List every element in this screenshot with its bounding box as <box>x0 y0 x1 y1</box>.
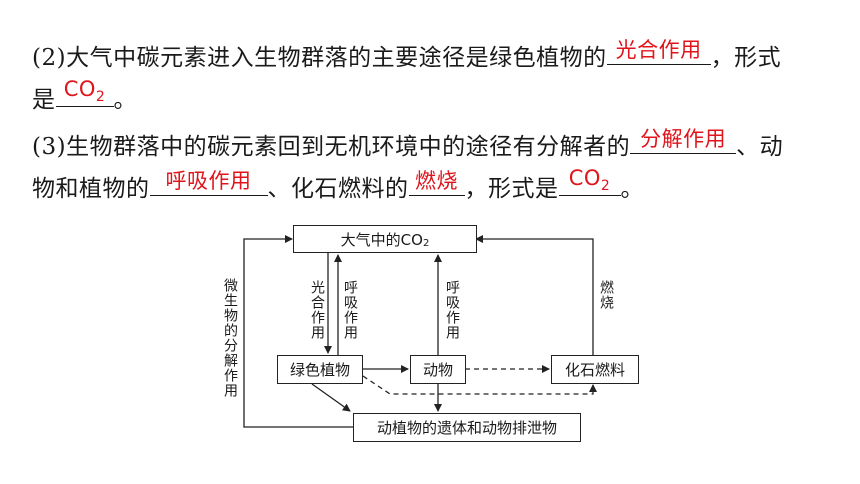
fossil-fuels-box: 化石燃料 <box>551 355 639 384</box>
q2-blank-1: 光合作用 <box>606 38 711 65</box>
arrow-microbe-decomposition <box>243 235 353 428</box>
q2-answer-2: CO2 <box>56 77 114 105</box>
q2-blank-2: CO2 <box>55 77 114 107</box>
q3-answer-3: 燃烧 <box>415 169 458 193</box>
q2-text-a: (2)大气中碳元素进入生物群落的主要途径是绿色植物的 <box>32 45 607 71</box>
q3-answer-4: CO2 <box>559 166 621 194</box>
arrow-combustion <box>475 235 594 355</box>
q3-answer-1: 分解作用 <box>640 127 727 151</box>
q3-text-c: 物和植物的 <box>32 176 150 202</box>
label-photosynthesis: 光合作用 <box>309 280 325 340</box>
question-3-line-1: (3)生物群落中的碳元素回到无机环境中的途径有分解者的分解作用、动 <box>32 127 784 162</box>
remains-box: 动植物的遗体和动物排泄物 <box>353 413 581 442</box>
question-2-line-1: (2)大气中碳元素进入生物群落的主要途径是绿色植物的光合作用 ，形式 <box>32 38 782 73</box>
label-combustion: 燃烧 <box>598 280 614 310</box>
arrow-plants-to-remains <box>311 383 351 412</box>
q3-text-d: 、化石燃料的 <box>267 176 409 202</box>
q3-answer-4-sub: 2 <box>600 178 611 194</box>
q3-blank-4: CO2 <box>558 166 621 196</box>
animals-box: 动物 <box>410 355 466 384</box>
q3-blank-3: 燃烧 <box>408 169 465 196</box>
atmosphere-label: 大气中的CO <box>340 230 423 249</box>
q3-text-a: (3)生物群落中的碳元素回到无机环境中的途径有分解者的 <box>32 134 631 160</box>
q2-text-c: 是 <box>32 87 56 113</box>
label-plant-respiration: 呼吸作用 <box>342 280 358 340</box>
label-animal-respiration: 呼吸作用 <box>444 280 460 340</box>
q2-answer-2-main: CO <box>63 77 96 101</box>
green-plants-box: 绿色植物 <box>277 355 363 384</box>
q2-answer-1: 光合作用 <box>615 38 702 62</box>
q3-text-e: ，形式是 <box>464 176 559 202</box>
q3-blank-1: 分解作用 <box>630 127 737 154</box>
q2-text-b: ，形式 <box>710 45 782 71</box>
atmosphere-sub: 2 <box>422 237 430 249</box>
q3-text-b: 、动 <box>736 134 784 160</box>
q3-blank-2: 呼吸作用 <box>149 169 268 196</box>
label-microbe-decomposition: 微生物的分解作用 <box>222 278 238 398</box>
q2-text-d: 。 <box>113 87 137 113</box>
q3-answer-2: 呼吸作用 <box>165 169 252 193</box>
q3-answer-4-main: CO <box>568 166 601 190</box>
q3-text-f: 。 <box>620 176 644 202</box>
q2-answer-2-sub: 2 <box>95 89 106 105</box>
